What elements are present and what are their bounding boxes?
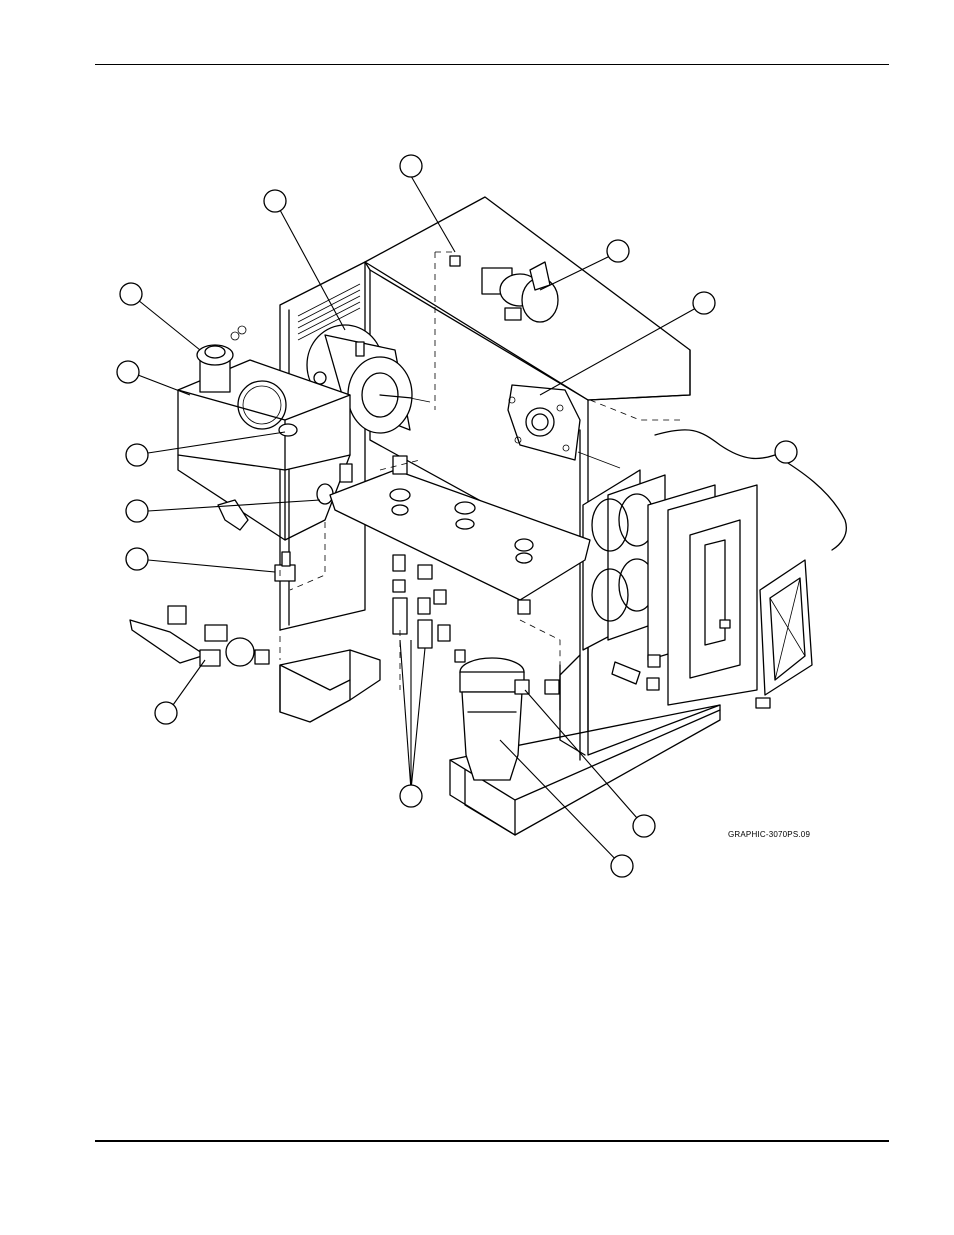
footer-rule — [95, 1140, 889, 1142]
mounting-plate — [329, 455, 591, 601]
ball-valve-assembly — [129, 605, 270, 667]
callout-circle — [125, 547, 149, 571]
fan-assembly — [582, 469, 758, 706]
pump-bracket — [507, 384, 581, 461]
callout-circle — [774, 440, 798, 464]
callout-circle — [610, 854, 634, 878]
callout-circle — [692, 291, 716, 315]
hose-fittings — [392, 554, 560, 695]
header-rule — [95, 64, 889, 65]
motor — [306, 324, 431, 434]
callout-circle — [125, 443, 149, 467]
grille — [755, 559, 813, 709]
callout-circle — [125, 499, 149, 523]
misc-fittings — [577, 451, 731, 691]
callout-circle — [632, 814, 656, 838]
item-callouts — [116, 154, 798, 878]
callout-leaders — [137, 175, 697, 867]
callout-circle — [399, 784, 423, 808]
callout-circle — [119, 282, 143, 306]
callout-circle — [399, 154, 423, 178]
callout-circle — [116, 360, 140, 384]
graphic-id-label: GRAPHIC-3070PS.09 — [728, 830, 811, 839]
callout-circle — [263, 189, 287, 213]
water-filter — [454, 649, 530, 781]
assembly-dashed-lines — [279, 399, 680, 690]
callout-circle — [606, 239, 630, 263]
callout-circle — [154, 701, 178, 725]
reservoir-tank — [177, 325, 353, 582]
pump-coupling — [434, 251, 559, 410]
